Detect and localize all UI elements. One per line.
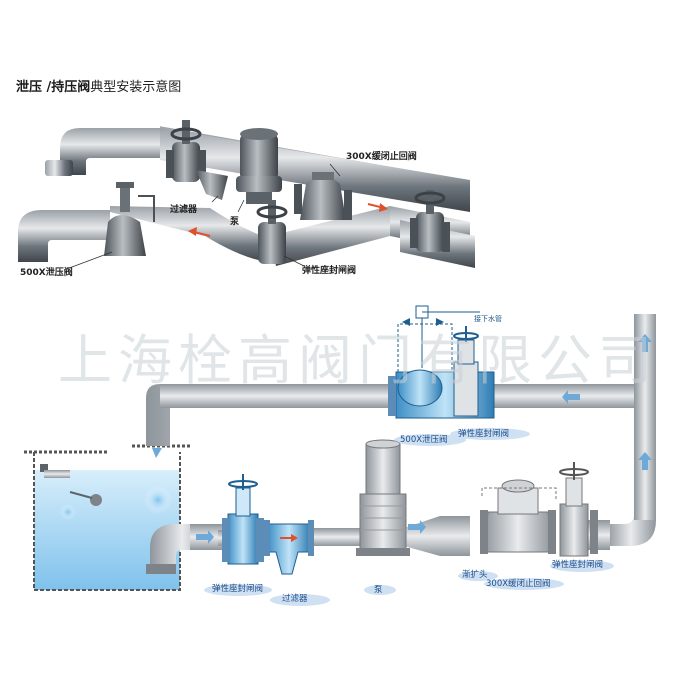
bottom-gate-valve-right [559, 462, 598, 557]
top-pump [236, 128, 282, 204]
diagram-title: 泄压 /持压阀典型安装示意图 [16, 76, 181, 95]
top-label-pump: 泵 [230, 217, 240, 227]
top-label-check-valve: 300X缓闭止回阀 [346, 152, 417, 162]
flow-arrows-bottom [152, 334, 652, 544]
top-gate-valve-3 [256, 200, 288, 264]
bottom-label-reducer: 渐扩头 [462, 570, 488, 580]
bottom-check-valve [480, 479, 557, 554]
top-gate-valve-1 [166, 120, 206, 182]
bottom-gate-valve-left [222, 474, 264, 565]
top-gate-valve-2 [410, 190, 450, 252]
bottom-label-gate-valve-right: 弹性座封闸阀 [552, 560, 604, 570]
bottom-label-relief-valve: 500X泄压阀 [400, 435, 448, 445]
top-check-valve [294, 172, 352, 220]
top-relief-valve [104, 182, 155, 256]
title-rest: 典型安装示意图 [90, 80, 182, 95]
top-label-filter: 过滤器 [170, 205, 198, 215]
bottom-label-gate-valve-left: 弹性座封闸阀 [212, 584, 264, 594]
lower-pipe [18, 206, 475, 268]
flow-arrow-top-right [367, 203, 388, 212]
top-label-gate-valve: 弹性座封闸阀 [302, 266, 357, 276]
bottom-pump [356, 439, 410, 556]
bottom-label-pump: 泵 [374, 585, 383, 595]
bottom-label-check-valve: 300X缓闭止回阀 [486, 579, 551, 589]
flow-arrow-top-left [188, 227, 211, 237]
return-pipe [146, 314, 656, 546]
bottom-label-filter: 过滤器 [282, 594, 308, 604]
upper-pipe-main [160, 128, 470, 212]
bottom-filter [264, 520, 314, 575]
watermark-text: 上海栓高阀门有限公司 [58, 329, 658, 392]
bottom-label-gate-valve-top: 弹性座封闸阀 [458, 429, 510, 439]
bottom-relief-valve [388, 305, 495, 419]
top-filter [196, 170, 228, 200]
title-bold: 泄压 /持压阀 [16, 80, 91, 95]
bottom-label-drain: 接下水管 [474, 315, 502, 323]
top-label-relief-valve: 500X泄压阀 [20, 268, 73, 278]
top-leader-lines [63, 163, 341, 271]
label-highlights [204, 428, 614, 606]
